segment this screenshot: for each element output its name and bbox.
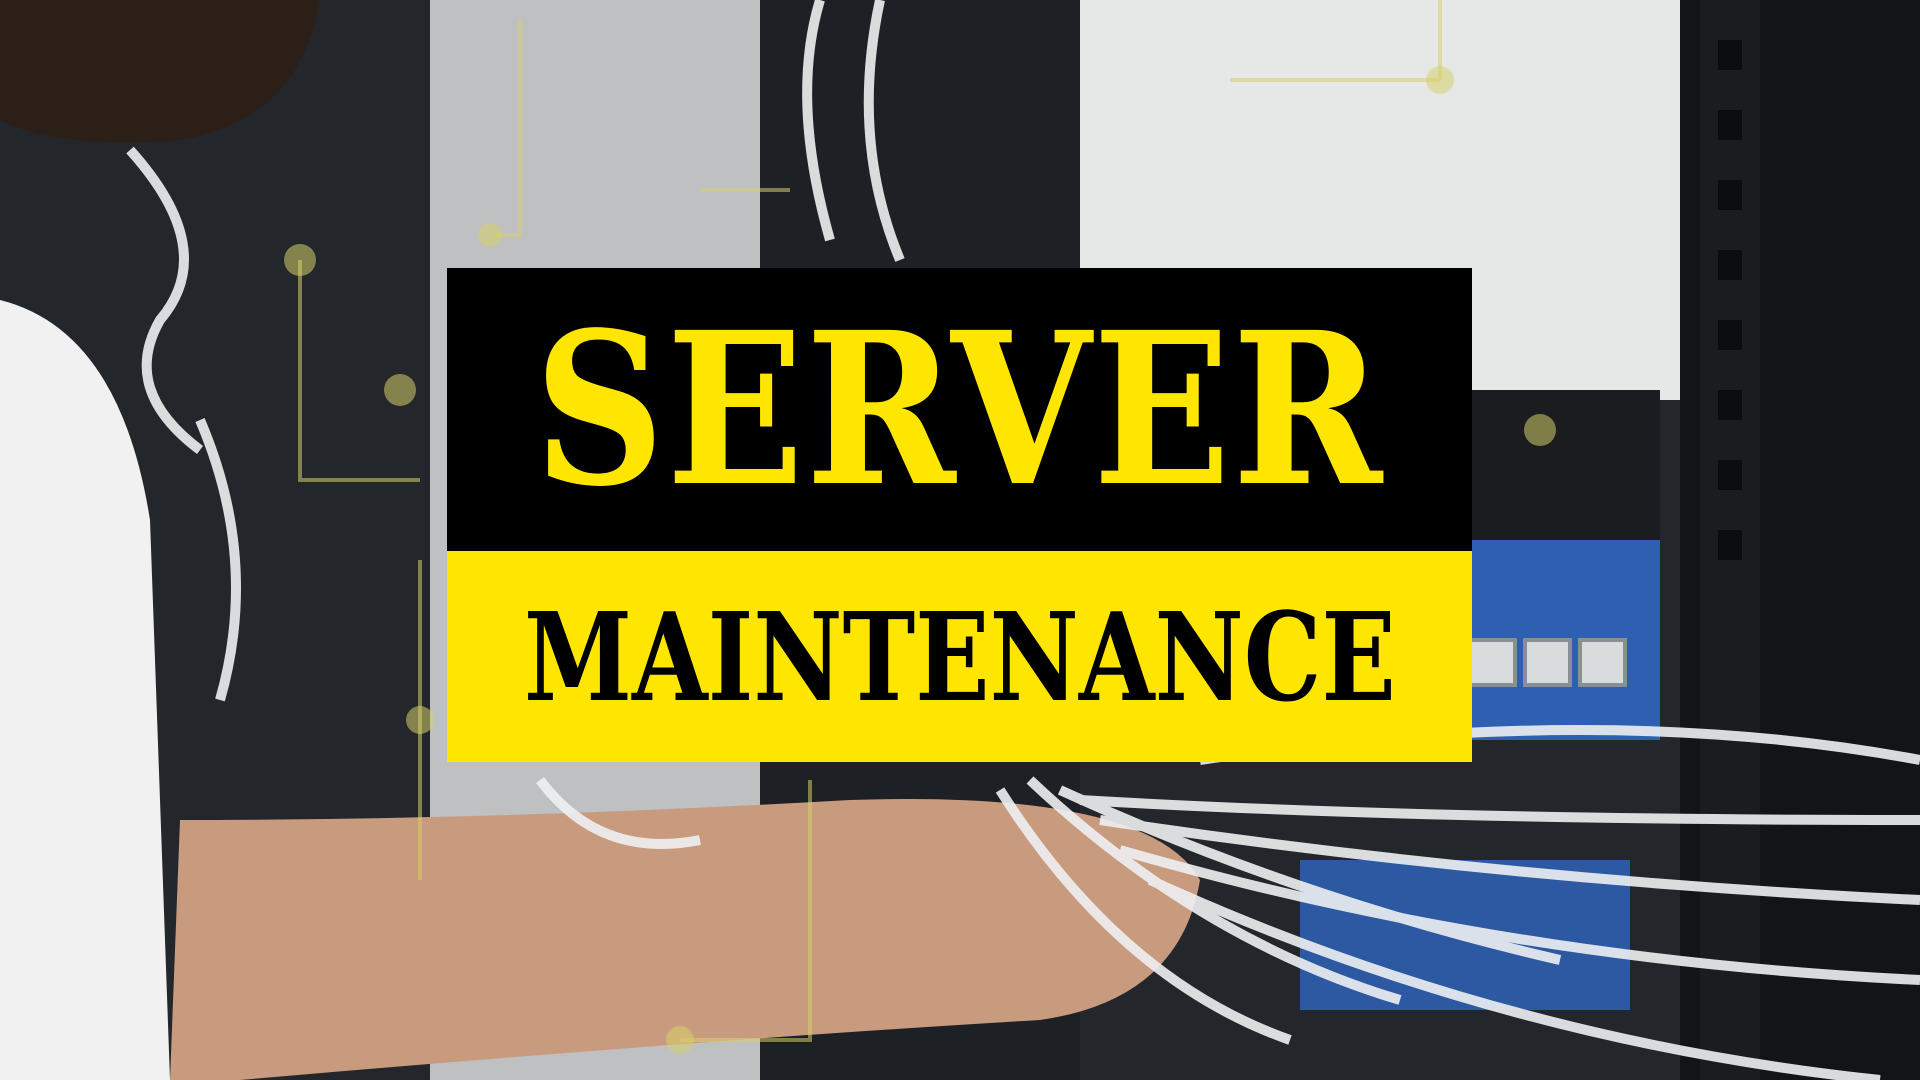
person-beard <box>0 0 320 143</box>
rack-holes <box>1718 40 1742 560</box>
title-line-server: SERVER <box>534 285 1385 533</box>
switch-ports <box>1468 638 1627 687</box>
title-line-maintenance: MAINTENANCE <box>523 584 1396 729</box>
title-top-band: SERVER <box>447 268 1472 551</box>
ethernet-cables <box>126 0 1920 1080</box>
person-shirt <box>0 300 170 1080</box>
circuit-nodes <box>284 66 1556 1054</box>
person-arm <box>170 799 1200 1080</box>
title-bottom-band: MAINTENANCE <box>447 551 1472 762</box>
title-banner: SERVER MAINTENANCE <box>447 268 1472 762</box>
